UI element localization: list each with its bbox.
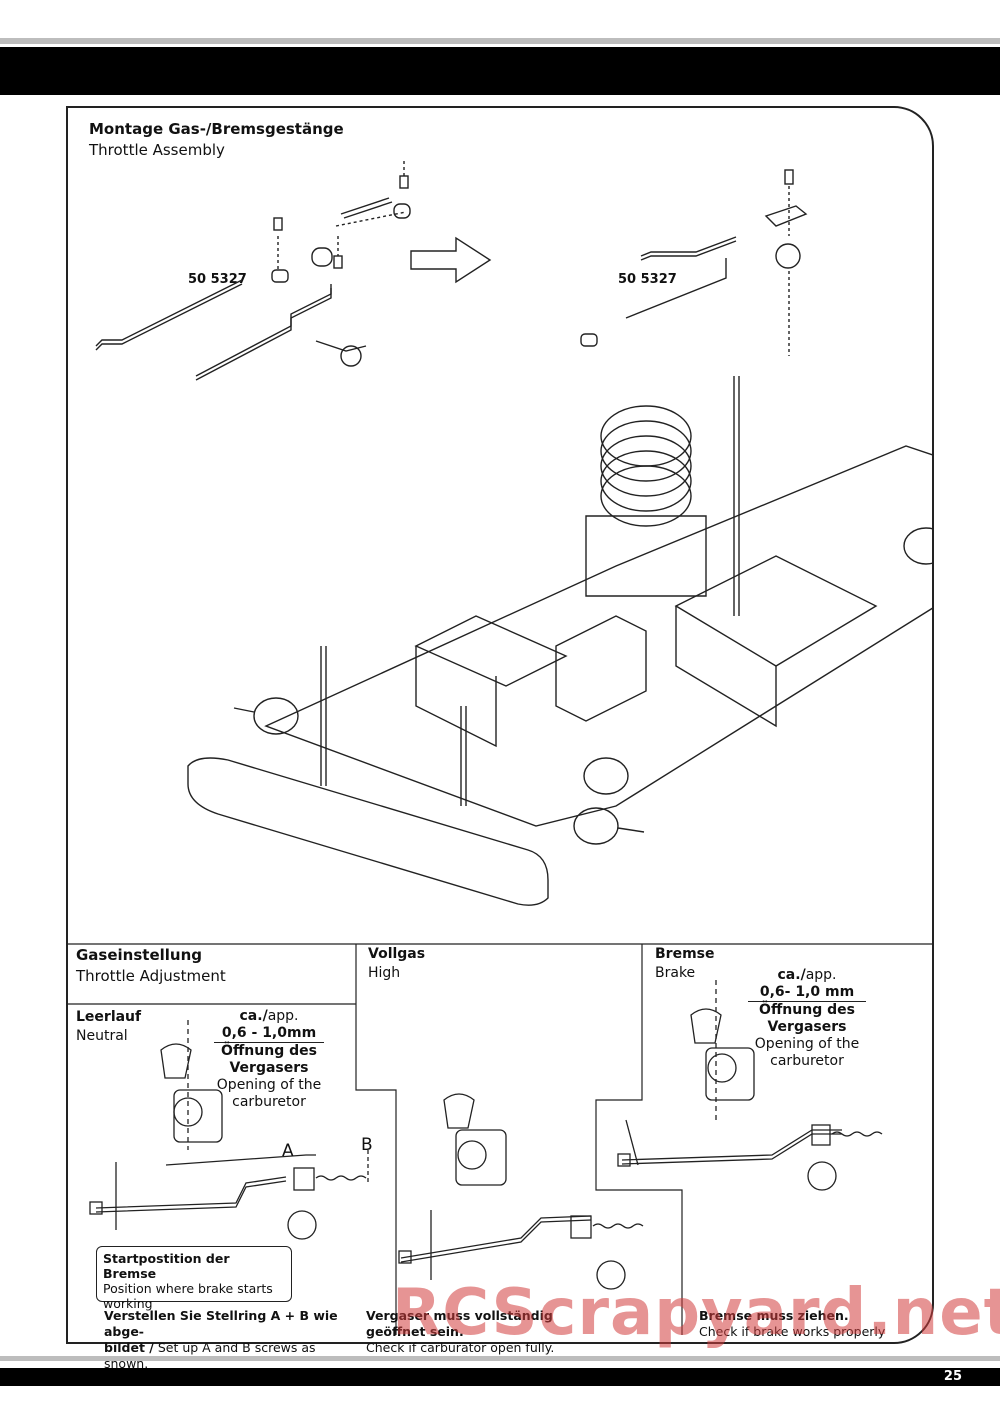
- high-note-en: Check if carburator open fully.: [366, 1340, 555, 1355]
- brake-start-en-1: Position where brake starts: [103, 1281, 273, 1296]
- marker-b: B: [361, 1135, 373, 1155]
- brake-opening-de-2: Vergasers: [767, 1019, 847, 1035]
- brake-opening-en-1: Opening of the: [754, 1036, 860, 1052]
- neutral-bottom-note: Verstellen Sie Stellring A + B wie abge-…: [104, 1308, 356, 1372]
- page-number: 25: [943, 1369, 962, 1384]
- brake-opening-en-2: carburetor: [770, 1053, 844, 1069]
- bottom-rule: [0, 1356, 1000, 1361]
- brake-label-de: Bremse: [655, 946, 715, 962]
- part-number-left: 50 5327: [188, 272, 247, 287]
- linkage-parts-left: [95, 161, 411, 381]
- top-rule: [0, 38, 1000, 44]
- adjustment-title-de: Gaseinstellung: [76, 946, 203, 964]
- brake-start-en-2: working: [103, 1296, 153, 1311]
- brake-start-note: Startpostition der Bremse Position where…: [96, 1246, 292, 1311]
- brake-start-de: Startpostition der Bremse: [103, 1251, 230, 1281]
- neutral-note-de-2: bildet /: [104, 1340, 154, 1355]
- brake-approx-en: app.: [805, 967, 837, 983]
- assembly-title-en: Throttle Assembly: [89, 141, 225, 159]
- brake-note-de: Bremse muss ziehen.: [699, 1308, 849, 1323]
- brake-approx-de: ca./: [777, 967, 806, 983]
- neutral-approx-de: ca./: [239, 1008, 268, 1024]
- linkage-parts-right: [580, 169, 808, 356]
- neutral-opening-en-1: Opening of the: [216, 1077, 322, 1093]
- brake-opening-callout: ca./app. 0,6- 1,0 mm Öffnung des Vergase…: [748, 967, 866, 1070]
- neutral-label-en: Neutral: [76, 1028, 128, 1044]
- brake-gap-value: 0,6- 1,0 mm: [759, 984, 855, 1000]
- brake-carburetor: [617, 980, 883, 1191]
- high-note-de: Vergaser muss vollständig geöffnet sein.: [366, 1308, 553, 1339]
- neutral-opening-de-2: Vergasers: [229, 1060, 309, 1076]
- arrow-right: [410, 236, 492, 284]
- high-label-en: High: [368, 965, 401, 981]
- adjustment-title-en: Throttle Adjustment: [76, 967, 226, 985]
- content-frame: [66, 106, 934, 1344]
- neutral-label-de: Leerlauf: [76, 1009, 142, 1025]
- neutral-carburetor: [89, 1020, 369, 1240]
- neutral-note-de-1: Verstellen Sie Stellring A + B wie abge-: [104, 1308, 338, 1339]
- chassis-body: [187, 376, 934, 906]
- watermark-text: RCScrapyard.net: [392, 1276, 1000, 1350]
- chassis-illustration: [95, 161, 934, 906]
- carburetor-sketches: [89, 980, 883, 1290]
- adjustment-panel-lines: [66, 943, 934, 1335]
- brake-opening-de-1: Öffnung des: [759, 1002, 855, 1018]
- brake-label-en: Brake: [655, 965, 696, 981]
- high-label-de: Vollgas: [368, 946, 426, 962]
- brake-bottom-note: Bremse muss ziehen. Check if brake works…: [699, 1308, 919, 1340]
- assembly-title-de: Montage Gas-/Bremsgestänge: [89, 120, 344, 138]
- neutral-approx-en: app.: [267, 1008, 299, 1024]
- neutral-opening-en-2: carburetor: [232, 1094, 306, 1110]
- brake-note-en: Check if brake works properly: [699, 1324, 886, 1339]
- header-bar: [0, 47, 1000, 95]
- neutral-opening-de-1: Öffnung des: [221, 1043, 317, 1059]
- high-carburetor: [398, 1093, 644, 1290]
- part-number-right: 50 5327: [618, 272, 677, 287]
- marker-a: A: [282, 1141, 294, 1161]
- neutral-gap-value: 0,6 - 1,0mm: [221, 1025, 317, 1041]
- neutral-opening-callout: ca./app. 0,6 - 1,0mm Öffnung des Vergase…: [214, 1008, 324, 1111]
- footer-bar: [0, 1368, 1000, 1386]
- high-bottom-note: Vergaser muss vollständig geöffnet sein.…: [366, 1308, 616, 1356]
